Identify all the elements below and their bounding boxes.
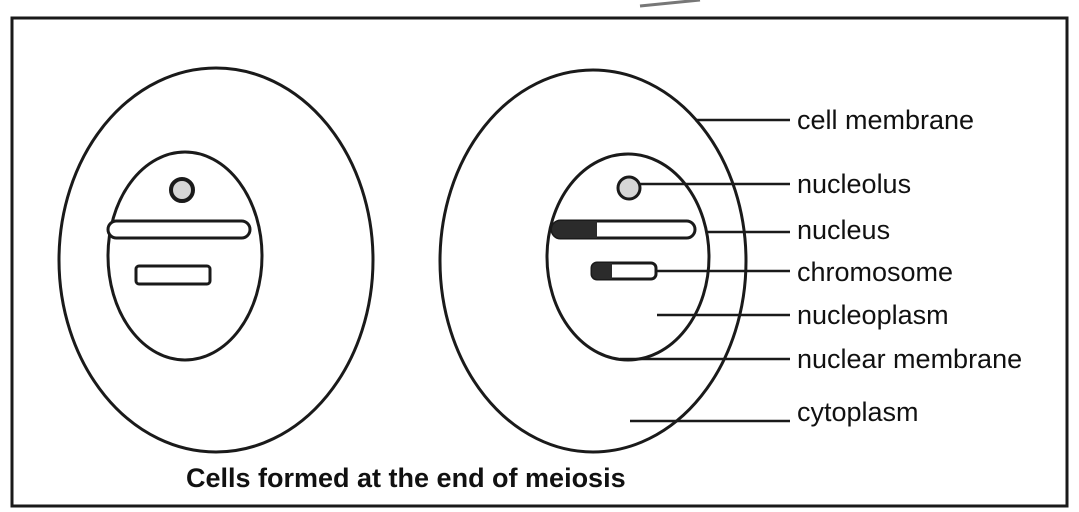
left-chromosome-short <box>136 266 210 284</box>
label-nuclear-membrane: nuclear membrane <box>797 344 1022 374</box>
label-nucleolus: nucleolus <box>797 169 911 199</box>
right-chromosome-long-dark-band <box>552 221 597 238</box>
left-cell <box>59 68 373 452</box>
left-cell-membrane <box>59 68 373 452</box>
right-chromosome-short-dark-band <box>592 263 612 279</box>
label-nucleoplasm: nucleoplasm <box>797 300 949 330</box>
label-cell-membrane: cell membrane <box>797 105 974 135</box>
left-nucleolus <box>171 179 193 201</box>
right-cell <box>440 70 746 452</box>
frame-top-smudge <box>640 0 700 6</box>
right-cell-membrane <box>440 70 746 452</box>
left-chromosome-long <box>108 221 250 238</box>
label-nucleus: nucleus <box>797 215 890 245</box>
right-nucleolus <box>618 177 640 199</box>
label-cytoplasm: cytoplasm <box>797 397 919 427</box>
diagram-caption: Cells formed at the end of meiosis <box>186 463 626 493</box>
label-chromosome: chromosome <box>797 257 953 287</box>
